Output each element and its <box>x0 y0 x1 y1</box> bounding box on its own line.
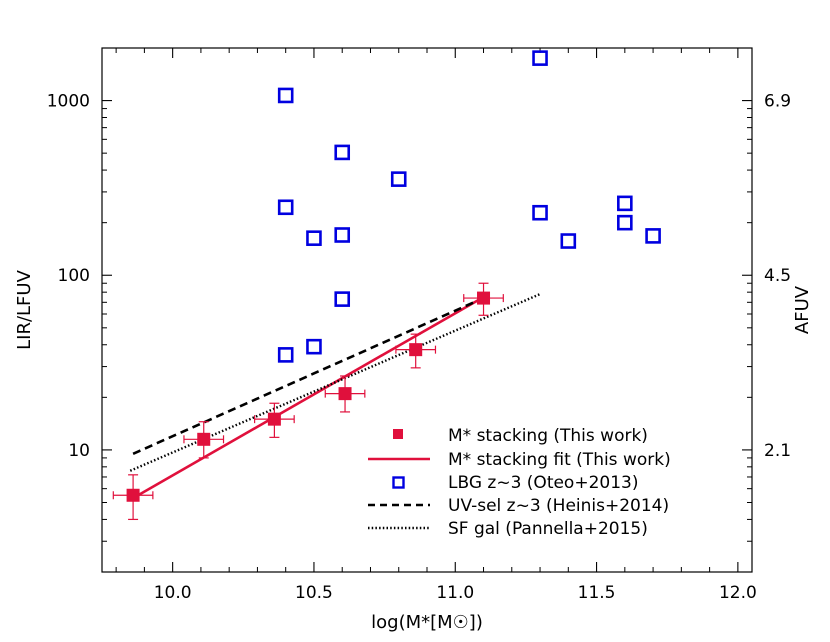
legend-label-heinis: UV-sel z~3 (Heinis+2014) <box>448 496 669 516</box>
lbg-point <box>306 338 322 355</box>
stacking-point <box>267 412 281 426</box>
lbg-point <box>390 171 407 187</box>
lbg-point <box>532 204 548 221</box>
series-line-dashed-line <box>132 296 485 455</box>
y-tick-label-right: 2.1 <box>764 441 791 461</box>
legend-label-fit: M* stacking fit (This work) <box>448 450 671 470</box>
x-tick-label: 12.0 <box>719 583 757 603</box>
lbg-point <box>277 199 294 216</box>
x-tick-label: 11.5 <box>578 583 616 603</box>
y-tick-label-right: 6.9 <box>764 92 791 112</box>
x-tick-label: 10.0 <box>154 583 192 603</box>
y-axis-title-right: AFUV <box>792 285 813 334</box>
x-axis-title: log(M*[M☉]) <box>371 612 483 633</box>
stacking-point <box>338 387 352 401</box>
legend-label-pannella: SF gal (Pannella+2015) <box>448 519 648 539</box>
lbg-point <box>560 233 577 249</box>
lbg-point <box>277 347 294 363</box>
lbg-point <box>532 50 548 66</box>
legend: M* stacking (This work) M* stacking fit … <box>368 426 671 539</box>
series-line-solid-line <box>132 295 485 500</box>
legend-label-lbg: LBG z~3 (Oteo+2013) <box>448 473 638 493</box>
y-tick-label-left: 100 <box>58 266 90 286</box>
lbg-point <box>277 87 294 104</box>
x-tick-label: 10.5 <box>295 583 333 603</box>
y-tick-label-left: 10 <box>68 441 90 461</box>
lbg-point <box>334 291 351 307</box>
legend-marker-lbg <box>392 476 405 489</box>
lbg-point <box>334 144 351 161</box>
y-axis-title-left: LIR/LFUV <box>14 269 35 349</box>
plot-frame <box>101 47 753 573</box>
lbg-point <box>617 214 633 231</box>
axis-ticks: 10.0 10.5 11.0 11.5 12.0 10 100 1000 2.1 4.5 6.9 <box>47 47 791 603</box>
legend-label-stacking: M* stacking (This work) <box>448 426 648 446</box>
lbg-point <box>334 227 351 243</box>
stacking-point <box>126 488 140 502</box>
y-tick-label-left: 1000 <box>47 92 90 112</box>
legend-marker-stacking <box>393 429 403 439</box>
lbg-point <box>306 230 322 246</box>
series-points <box>112 50 661 521</box>
stacking-point <box>477 291 491 305</box>
lbg-point <box>645 228 661 244</box>
stacking-point <box>197 432 211 446</box>
y-tick-label-right: 4.5 <box>764 266 791 286</box>
stacking-point <box>409 343 423 357</box>
lbg-point <box>617 195 633 212</box>
x-tick-label: 11.0 <box>436 583 474 603</box>
